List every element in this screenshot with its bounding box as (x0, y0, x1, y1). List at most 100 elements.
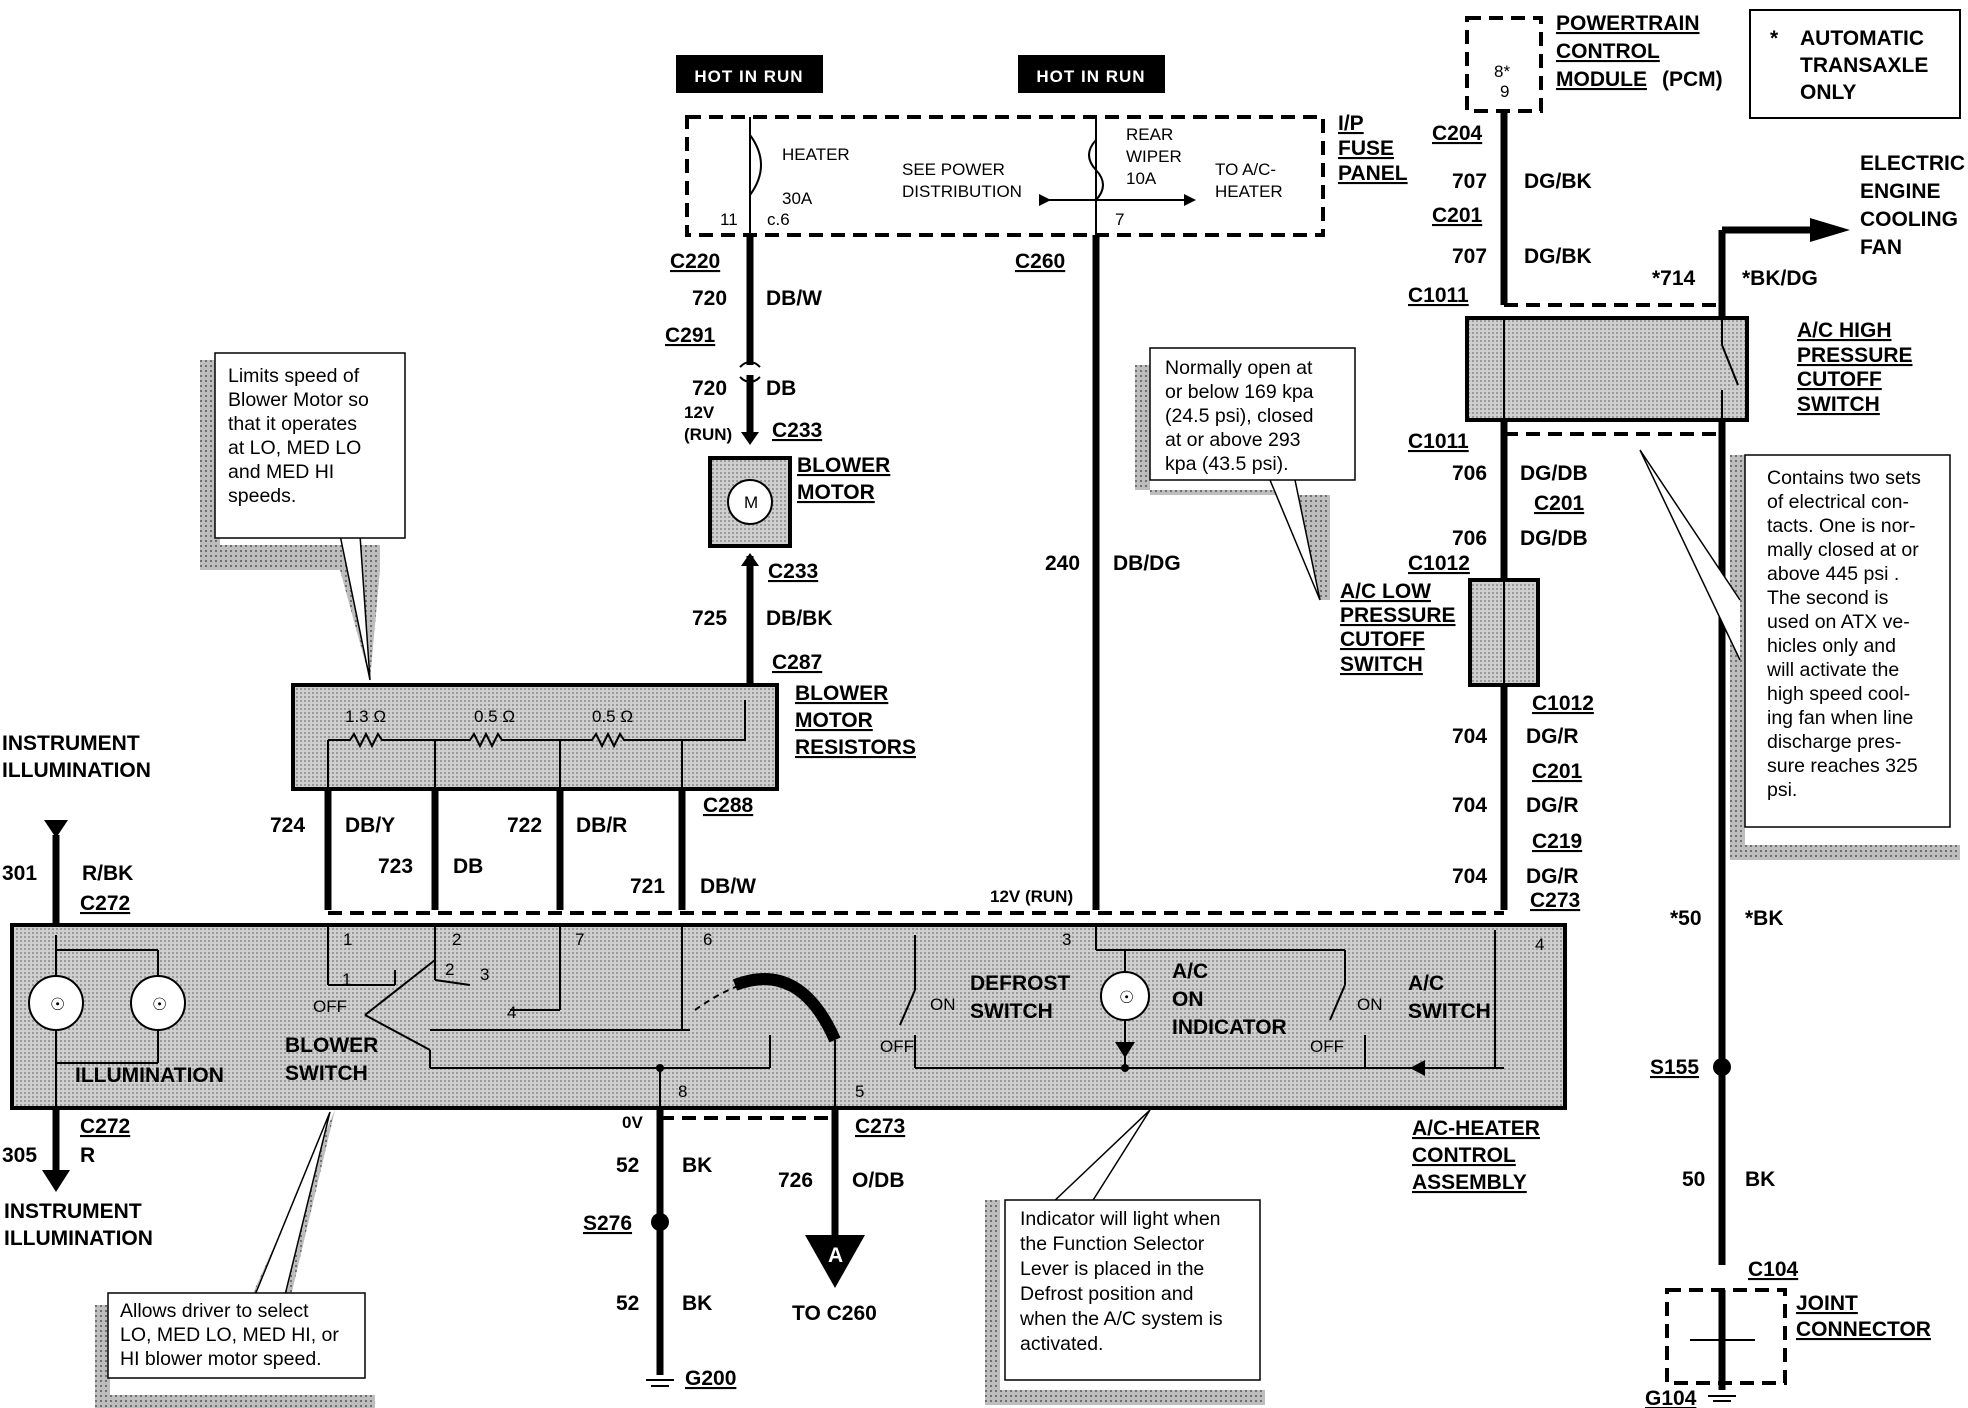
svg-text:9: 9 (1500, 82, 1509, 101)
svg-text:52: 52 (616, 1154, 639, 1177)
svg-text:COOLING: COOLING (1860, 208, 1958, 231)
note-allows-driver: Allows driver to select LO, MED LO, MED … (95, 1110, 375, 1408)
svg-text:C273: C273 (855, 1115, 905, 1138)
svg-text:Allows driver to select: Allows driver to select (120, 1300, 309, 1322)
svg-text:C201: C201 (1432, 204, 1483, 227)
svg-text:tacts. One is nor-: tacts. One is nor- (1767, 515, 1915, 537)
svg-text:BLOWER: BLOWER (795, 682, 888, 705)
svg-text:30A: 30A (782, 189, 813, 208)
svg-text:HEATER: HEATER (1215, 182, 1283, 201)
svg-text:2: 2 (445, 960, 454, 979)
svg-text:706: 706 (1452, 527, 1487, 550)
svg-text:DG/R: DG/R (1526, 725, 1579, 748)
svg-text:ON: ON (930, 995, 956, 1014)
svg-text:TO C260: TO C260 (792, 1302, 877, 1325)
svg-text:3: 3 (480, 965, 489, 984)
svg-text:Defrost position and: Defrost position and (1020, 1283, 1193, 1305)
svg-text:704: 704 (1452, 725, 1487, 748)
svg-text:707: 707 (1452, 245, 1487, 268)
svg-text:speeds.: speeds. (228, 485, 296, 507)
svg-text:RESISTORS: RESISTORS (795, 736, 916, 759)
svg-text:OFF: OFF (313, 997, 347, 1016)
svg-text:C1012: C1012 (1532, 692, 1594, 715)
svg-text:☉: ☉ (50, 995, 65, 1014)
svg-text:724: 724 (270, 814, 305, 837)
svg-text:C288: C288 (703, 794, 754, 817)
svg-text:kpa (43.5 psi).: kpa (43.5 psi). (1165, 453, 1289, 475)
svg-text:726: 726 (778, 1169, 813, 1192)
svg-text:CUTOFF: CUTOFF (1340, 628, 1425, 651)
wire-725: C233 725 DB/BK C287 (692, 553, 833, 685)
svg-text:C233: C233 (772, 419, 822, 442)
svg-text:ILLUMINATION: ILLUMINATION (75, 1064, 224, 1087)
svg-text:*BK: *BK (1745, 907, 1784, 930)
svg-text:DG/DB: DG/DB (1520, 462, 1588, 485)
ip-fuse-panel-title: I/P FUSE PANEL (1338, 112, 1408, 185)
instrument-illumination-in: INSTRUMENT ILLUMINATION 301 R/BK C272 (2, 732, 151, 925)
svg-text:G200: G200 (685, 1367, 736, 1390)
svg-text:CONNECTOR: CONNECTOR (1796, 1318, 1931, 1341)
svg-text:*50: *50 (1670, 907, 1702, 930)
svg-text:*BK/DG: *BK/DG (1742, 267, 1818, 290)
svg-text:3: 3 (1062, 930, 1071, 949)
svg-text:ing fan when line: ing fan when line (1767, 707, 1913, 729)
svg-text:707: 707 (1452, 170, 1487, 193)
note-indicator-light: Indicator will light when the Function S… (985, 1109, 1265, 1405)
svg-text:S276: S276 (583, 1212, 632, 1235)
svg-text:720: 720 (692, 377, 727, 400)
svg-text:HOT IN RUN: HOT IN RUN (694, 67, 803, 86)
svg-text:2: 2 (452, 930, 461, 949)
svg-text:1.3 Ω: 1.3 Ω (345, 707, 386, 726)
wire-720-branch: C220 720 DB/W C291 720 DB 12V (RUN) C233 (665, 235, 822, 445)
svg-text:O/DB: O/DB (852, 1169, 905, 1192)
svg-text:Normally open at: Normally open at (1165, 357, 1313, 379)
svg-text:11: 11 (720, 210, 738, 229)
svg-text:6: 6 (703, 930, 712, 949)
svg-text:psi.: psi. (1767, 779, 1797, 801)
svg-text:ENGINE: ENGINE (1860, 180, 1941, 203)
svg-text:OFF: OFF (880, 1037, 914, 1056)
svg-text:DB: DB (453, 855, 483, 878)
svg-text:DG/R: DG/R (1526, 865, 1579, 888)
svg-text:SWITCH: SWITCH (285, 1062, 368, 1085)
svg-text:SEE POWER: SEE POWER (902, 160, 1005, 179)
svg-text:C1011: C1011 (1408, 430, 1469, 453)
svg-text:723: 723 (378, 855, 413, 878)
svg-text:1: 1 (342, 970, 351, 989)
svg-text:HOT IN RUN: HOT IN RUN (1036, 67, 1145, 86)
svg-text:☉: ☉ (1119, 988, 1134, 1007)
svg-text:C201: C201 (1532, 760, 1583, 783)
svg-text:AUTOMATIC: AUTOMATIC (1800, 27, 1924, 50)
svg-text:DG/R: DG/R (1526, 794, 1579, 817)
pcm: 8* 9 POWERTRAIN CONTROL MODULE (PCM) (1465, 12, 1723, 113)
svg-text:C220: C220 (670, 250, 720, 273)
hot-in-run-label-1: HOT IN RUN (676, 55, 823, 93)
svg-text:CONTROL: CONTROL (1412, 1144, 1516, 1167)
note-contains-two-sets: Contains two sets of electrical con- tac… (1639, 449, 1960, 860)
svg-text:and MED HI: and MED HI (228, 461, 334, 483)
svg-text:725: 725 (692, 607, 727, 630)
svg-text:DISTRIBUTION: DISTRIBUTION (902, 182, 1022, 201)
wire-704: C1012 704 DG/R C201 704 DG/R C219 704 DG… (1452, 685, 1594, 912)
svg-text:BLOWER: BLOWER (285, 1034, 378, 1057)
svg-text:*: * (1770, 27, 1779, 50)
svg-text:WIPER: WIPER (1126, 147, 1182, 166)
svg-text:above 445 psi .: above 445 psi . (1767, 563, 1899, 585)
svg-text:ILLUMINATION: ILLUMINATION (2, 759, 151, 782)
ac-low-pressure-cutoff-switch: A/C LOW PRESSURE CUTOFF SWITCH (1340, 578, 1540, 687)
svg-text:DB/Y: DB/Y (345, 814, 395, 837)
wire-706: C1011 706 DG/DB C201 706 DG/DB C1012 (1408, 420, 1588, 580)
wire-726: C273 726 O/DB A TO C260 (778, 1108, 905, 1325)
svg-text:The second is: The second is (1767, 587, 1889, 609)
svg-text:C201: C201 (1534, 492, 1585, 515)
svg-text:A/C: A/C (1172, 960, 1208, 983)
svg-text:INDICATOR: INDICATOR (1172, 1016, 1287, 1039)
svg-text:CONTROL: CONTROL (1556, 40, 1660, 63)
svg-text:PANEL: PANEL (1338, 162, 1408, 185)
svg-text:PRESSURE: PRESSURE (1797, 344, 1913, 367)
svg-text:OFF: OFF (1310, 1037, 1344, 1056)
svg-text:of electrical con-: of electrical con- (1767, 491, 1909, 513)
blower-motor-resistors: 1.3 Ω 0.5 Ω 0.5 Ω BLOWER MOTOR RESISTORS (291, 682, 916, 791)
svg-text:12V: 12V (684, 403, 715, 422)
svg-text:ONLY: ONLY (1800, 81, 1856, 104)
